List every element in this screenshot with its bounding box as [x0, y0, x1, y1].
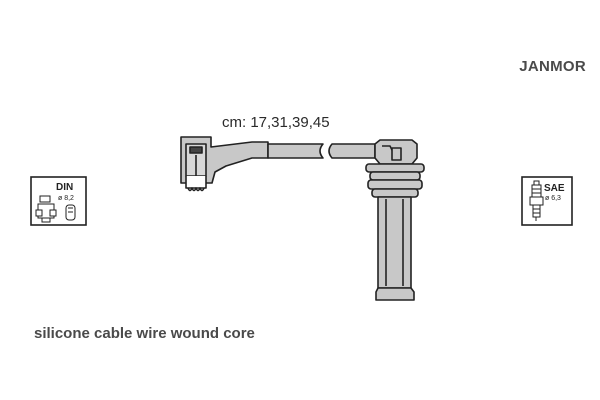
brand-name: JANMOR	[519, 58, 586, 75]
sae-badge-diameter: ø 6,3	[545, 195, 561, 202]
cable-lengths-label: cm: 17,31,39,45	[222, 114, 330, 131]
plug-boot-shaft	[377, 196, 412, 289]
terminal-clip	[187, 187, 205, 192]
plug-boot-rib-2	[369, 171, 421, 181]
plug-boot-rib-4	[371, 188, 419, 198]
product-description: silicone cable wire wound core	[34, 325, 255, 342]
spark-plug-icon	[529, 180, 544, 221]
din-badge-diameter: ø 8,2	[58, 195, 74, 202]
plug-boot-rib-1	[365, 163, 425, 173]
ignition-cable	[180, 136, 425, 301]
din-badge-label: DIN	[56, 182, 73, 193]
cable-segment-right	[328, 143, 376, 159]
sae-badge-label: SAE	[544, 183, 565, 194]
sae-badge: SAE ø 6,3	[521, 176, 573, 226]
distributor-cap-icon	[35, 195, 76, 223]
plug-boot-base	[375, 287, 415, 301]
cable-segment-left	[267, 143, 324, 159]
plug-boot-rib-3	[367, 179, 423, 190]
din-badge: DIN ø 8,2	[30, 176, 87, 226]
